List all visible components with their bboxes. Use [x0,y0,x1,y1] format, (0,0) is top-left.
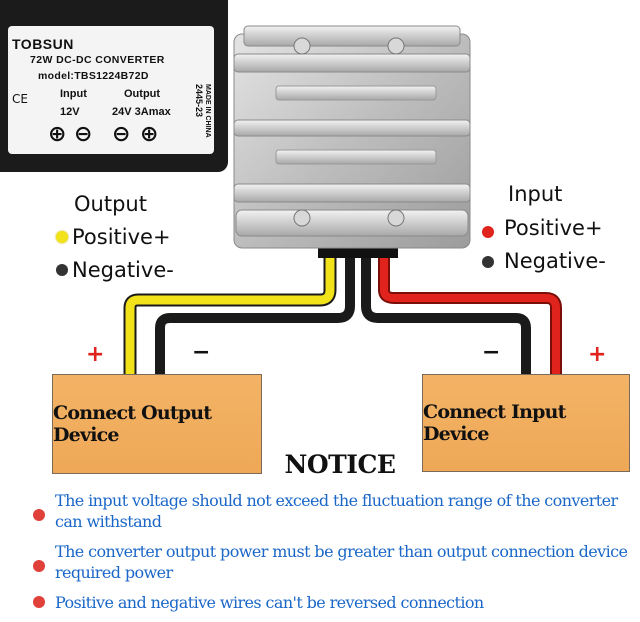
product-label: TOBSUN 72W DC-DC CONVERTER model:TBS1224… [8,26,214,154]
output-device-box: Connect Output Device [52,374,262,474]
input-plus-symbol: ⊕ [48,122,67,147]
model-number: model:TBS1224B72D [38,70,149,82]
product-name: 72W DC-DC CONVERTER [30,54,165,66]
black-dot-icon [56,264,68,276]
ce-mark: CE [12,92,28,106]
input-minus-symbol: ⊖ [74,122,93,147]
output-legend-positive: Positive+ [72,225,171,249]
bullet-icon [33,596,45,608]
output-plus-symbol: ⊕ [140,122,159,147]
input-device-box: Connect Input Device [422,374,630,472]
input-minus-sign: − [482,340,501,365]
output-plus-sign: + [86,342,105,367]
input-negative-wire [361,252,531,378]
input-heading: Input [60,88,87,100]
made-in-text: MADE IN CHINA [204,84,211,138]
output-heading: Output [124,88,161,100]
red-dot-icon [482,226,494,238]
output-positive-wire [123,252,337,378]
input-plus-sign: + [588,342,607,367]
output-rating: 24V 3Amax [112,106,171,118]
notice-title: NOTICE [284,450,396,479]
notice-item-2: The converter output power must be great… [55,542,628,582]
output-negative-wire [155,252,355,378]
input-legend-negative: Negative- [504,249,606,273]
input-positive-wire [378,252,562,378]
output-device-label: Connect Output Device [53,402,212,446]
notice-item-3: Positive and negative wires can't be rev… [55,593,484,612]
output-minus-sign: − [192,340,211,365]
product-label-plate: TOBSUN 72W DC-DC CONVERTER model:TBS1224… [0,0,228,172]
side-code: 2445-23 [194,84,204,118]
input-voltage: 12V [60,106,80,118]
input-device-label: Connect Input Device [423,401,566,445]
notice-item-1: The input voltage should not exceed the … [55,491,618,531]
brand-name: TOBSUN [12,36,74,52]
converter-heatsink [233,25,471,258]
output-legend-negative: Negative- [72,258,174,282]
output-minus-symbol: ⊖ [112,122,131,147]
black-dot-icon [482,256,494,268]
bullet-icon [33,560,45,572]
yellow-dot-icon [56,231,68,243]
output-legend-title: Output [74,192,147,216]
bullet-icon [33,509,45,521]
input-legend-positive: Positive+ [504,216,603,240]
input-legend-title: Input [508,182,563,206]
